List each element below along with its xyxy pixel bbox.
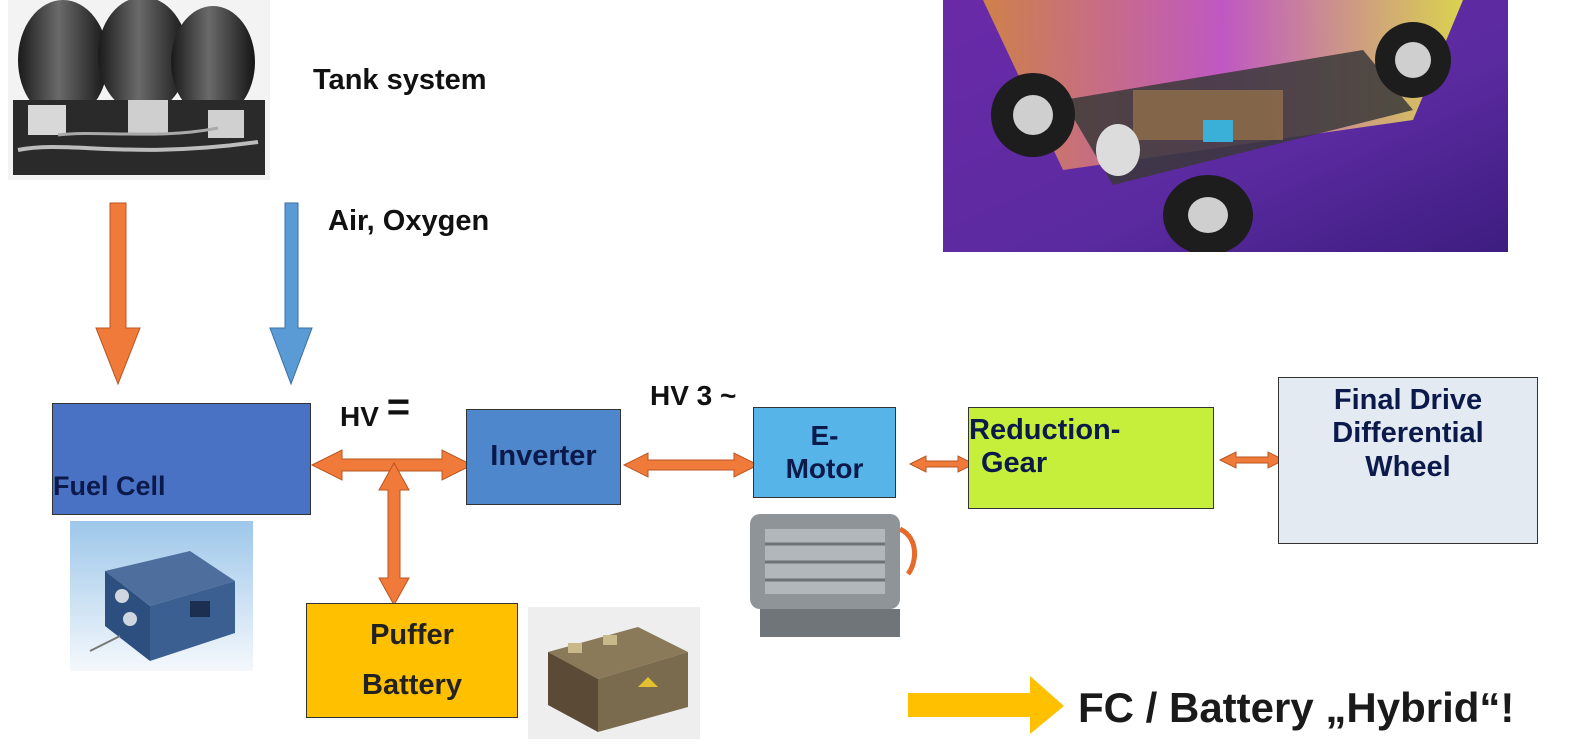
final-drive-label-line1: Final Drive: [1334, 384, 1482, 417]
hv-ac-label: HV 3 ~: [650, 380, 736, 412]
tank-system-photo: [8, 0, 270, 180]
conclusion-arrow: [908, 676, 1064, 734]
fuel-cell-block: Fuel Cell: [52, 403, 311, 515]
electric-motor-photo: [740, 504, 924, 642]
fuel-cell-stack-photo: [70, 521, 253, 671]
reduction-gear-block: Reduction- Gear: [968, 407, 1214, 509]
e-motor-label-line1: E-: [811, 420, 839, 452]
hv-dc-text: HV: [340, 401, 379, 432]
reduction-gear-label-line2: Gear: [969, 447, 1047, 480]
tank-system-label: Tank system: [313, 64, 487, 97]
ac-link-arrow: [624, 453, 758, 477]
air-oxygen-label: Air, Oxygen: [328, 205, 489, 238]
puffer-battery-label-line2: Battery: [362, 669, 462, 702]
gear-drive-arrow: [1220, 452, 1284, 468]
puffer-battery-block: Puffer Battery: [306, 603, 518, 718]
inverter-block: Inverter: [466, 409, 621, 505]
battery-link-arrow: [379, 463, 409, 605]
battery-pack-photo: [528, 607, 700, 739]
fuel-cell-label: Fuel Cell: [53, 471, 166, 502]
puffer-battery-label-line1: Puffer: [370, 619, 454, 652]
final-drive-label-line2: Differential: [1332, 417, 1483, 450]
hydrogen-flow-arrow: [96, 203, 140, 384]
e-motor-block: E- Motor: [753, 407, 896, 498]
vehicle-chassis-render: [943, 0, 1508, 252]
reduction-gear-label-line1: Reduction-: [969, 414, 1120, 447]
motor-gear-arrow: [910, 456, 974, 472]
conclusion-label: FC / Battery „Hybrid“!: [1078, 684, 1514, 732]
air-flow-arrow: [270, 203, 312, 384]
e-motor-label-line2: Motor: [786, 453, 864, 485]
dc-symbol: =: [387, 385, 410, 429]
inverter-label: Inverter: [490, 440, 596, 473]
final-drive-label-line3: Wheel: [1365, 451, 1450, 484]
final-drive-block: Final Drive Differential Wheel: [1278, 377, 1538, 544]
hv-dc-label: HV =: [340, 391, 410, 436]
